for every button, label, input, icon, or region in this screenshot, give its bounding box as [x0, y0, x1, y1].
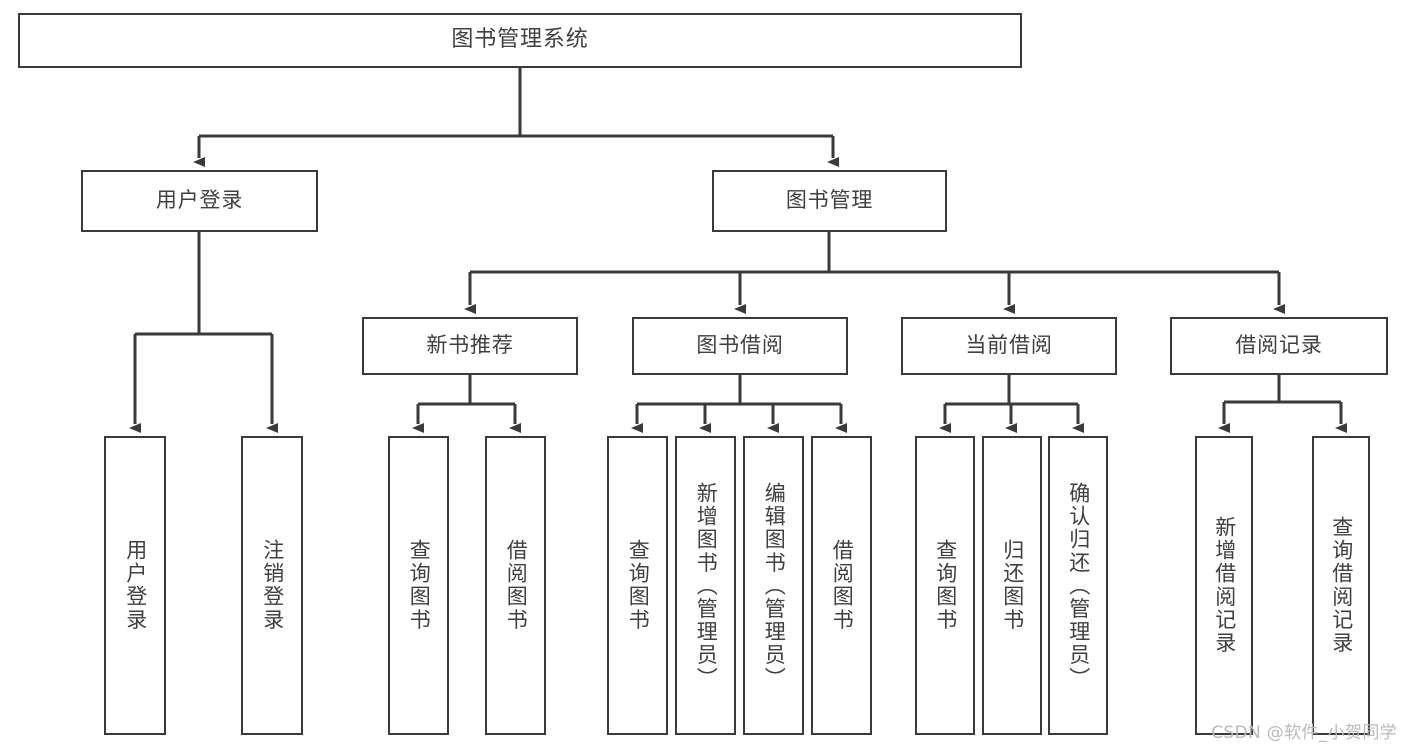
node-label: 查询图书	[626, 539, 651, 632]
leaf-query-book-recommend[interactable]: 查询图书	[388, 436, 449, 735]
node-label: 新增图书（管理员）	[694, 481, 719, 690]
node-root-system[interactable]: 图书管理系统	[18, 13, 1022, 68]
node-label: 注销登录	[260, 539, 285, 632]
node-label: 归还图书	[1000, 539, 1025, 632]
leaf-confirm-return[interactable]: 确认归还（管理员）	[1048, 436, 1108, 735]
node-label: 图书管理系统	[451, 27, 589, 53]
node-label: 借阅记录	[1235, 333, 1323, 358]
node-borrow-record[interactable]: 借阅记录	[1170, 317, 1388, 375]
node-book-borrow[interactable]: 图书借阅	[632, 317, 848, 375]
node-label: 用户登录	[155, 188, 244, 213]
leaf-user-login[interactable]: 用户登录	[104, 436, 166, 735]
csdn-watermark: CSDN @软件_小贺同学	[1211, 723, 1397, 743]
node-label: 借阅图书	[830, 539, 855, 632]
leaf-user-logout[interactable]: 注销登录	[241, 436, 303, 735]
node-label: 借阅图书	[504, 539, 529, 632]
node-current-borrow[interactable]: 当前借阅	[901, 317, 1117, 375]
node-label: 新增借阅记录	[1212, 516, 1237, 655]
node-label: 查询借阅记录	[1329, 516, 1354, 655]
leaf-edit-book[interactable]: 编辑图书（管理员）	[743, 436, 804, 735]
node-label: 查询图书	[933, 539, 958, 632]
leaf-query-book-current[interactable]: 查询图书	[915, 436, 975, 735]
leaf-borrow-book-recommend[interactable]: 借阅图书	[485, 436, 546, 735]
node-book-management[interactable]: 图书管理	[712, 170, 947, 232]
leaf-add-book[interactable]: 新增图书（管理员）	[675, 436, 736, 735]
leaf-return-book[interactable]: 归还图书	[982, 436, 1042, 735]
node-label: 图书管理	[785, 188, 874, 213]
leaf-query-book-borrow[interactable]: 查询图书	[607, 436, 668, 735]
node-label: 新书推荐	[426, 333, 514, 358]
node-label: 当前借阅	[965, 333, 1053, 358]
node-new-book-recommend[interactable]: 新书推荐	[362, 317, 578, 375]
node-label: 确认归还（管理员）	[1066, 481, 1091, 690]
node-label: 用户登录	[123, 539, 148, 632]
node-label: 编辑图书（管理员）	[762, 481, 787, 690]
node-label: 查询图书	[407, 539, 432, 632]
leaf-borrow-book[interactable]: 借阅图书	[811, 436, 872, 735]
node-label: 图书借阅	[696, 333, 784, 358]
node-user-login[interactable]: 用户登录	[81, 170, 318, 232]
leaf-add-borrow-record[interactable]: 新增借阅记录	[1195, 436, 1253, 735]
leaf-query-borrow-record[interactable]: 查询借阅记录	[1312, 436, 1370, 735]
